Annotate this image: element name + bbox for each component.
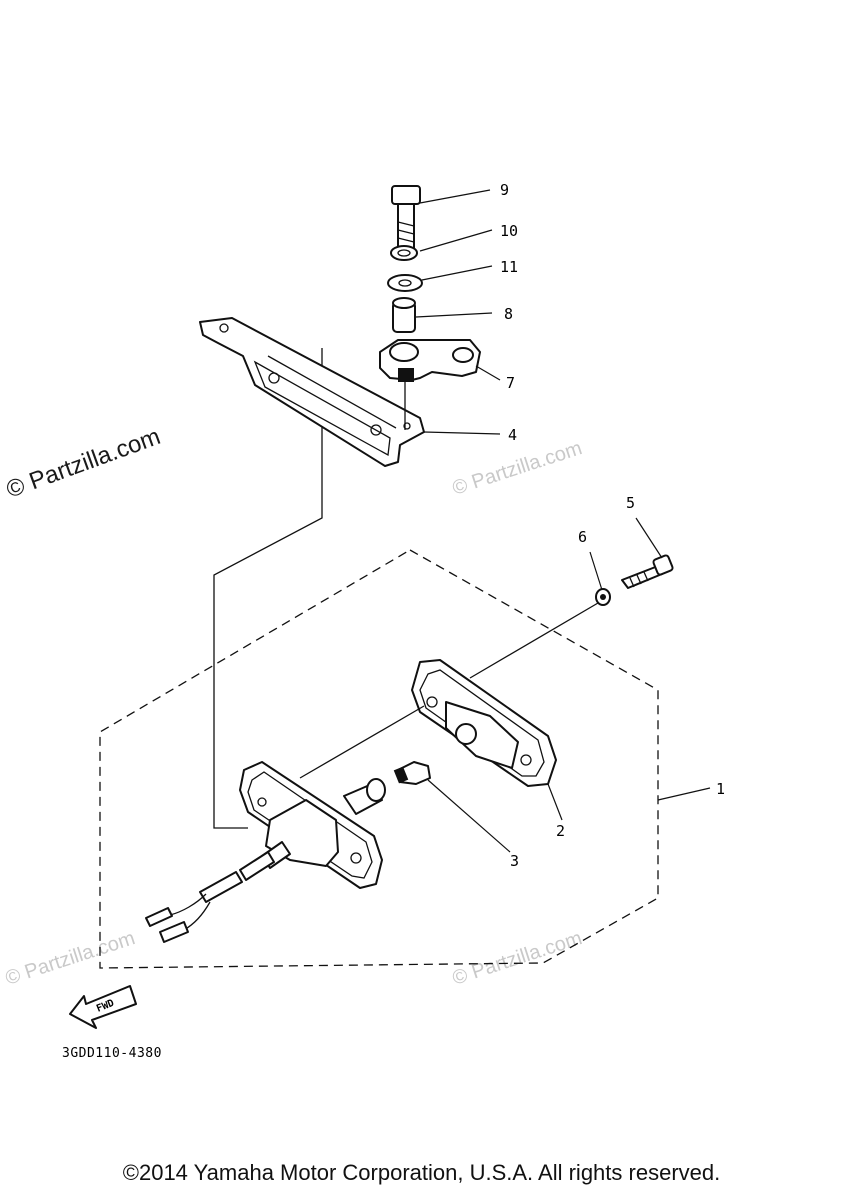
- callout-11: 11: [500, 258, 518, 276]
- bulb-part-3: [393, 761, 431, 785]
- copyright-notice: ©2014 Yamaha Motor Corporation, U.S.A. A…: [122, 1160, 721, 1185]
- callout-8: 8: [504, 305, 513, 323]
- spring-washer-part-10: [390, 245, 418, 261]
- lamp-housing: [145, 761, 386, 943]
- washer-part-6: [595, 588, 611, 606]
- bracket-part-4: [199, 317, 425, 467]
- callout-1: 1: [716, 780, 725, 798]
- washer-part-11: [387, 274, 423, 292]
- diagram-code: 3GDD110-4380: [62, 1046, 162, 1061]
- callout-6: 6: [578, 528, 587, 546]
- bracket-connection-line: [213, 348, 323, 829]
- watermark-bottom-center: © Partzilla.com: [450, 927, 585, 990]
- fwd-arrow-icon: FWD: [69, 985, 137, 1029]
- watermark-center: © Partzilla.com: [450, 437, 585, 500]
- collar-part-8: [392, 297, 416, 333]
- bolt-part-9: [391, 185, 421, 253]
- watermark-bottom-left: © Partzilla.com: [3, 927, 138, 990]
- callout-5: 5: [626, 494, 635, 512]
- callout-3: 3: [510, 852, 519, 870]
- lens-part-2: [411, 659, 557, 787]
- stay-part-7: [379, 339, 481, 382]
- callout-7: 7: [506, 374, 515, 392]
- callout-4: 4: [508, 426, 517, 444]
- lamp-assembly-outline: [99, 549, 659, 969]
- callout-9: 9: [500, 181, 509, 199]
- callout-10: 10: [500, 222, 518, 240]
- watermark-left: © Partzilla.com: [3, 423, 164, 504]
- screw-part-5: [621, 554, 674, 589]
- callout-2: 2: [556, 822, 565, 840]
